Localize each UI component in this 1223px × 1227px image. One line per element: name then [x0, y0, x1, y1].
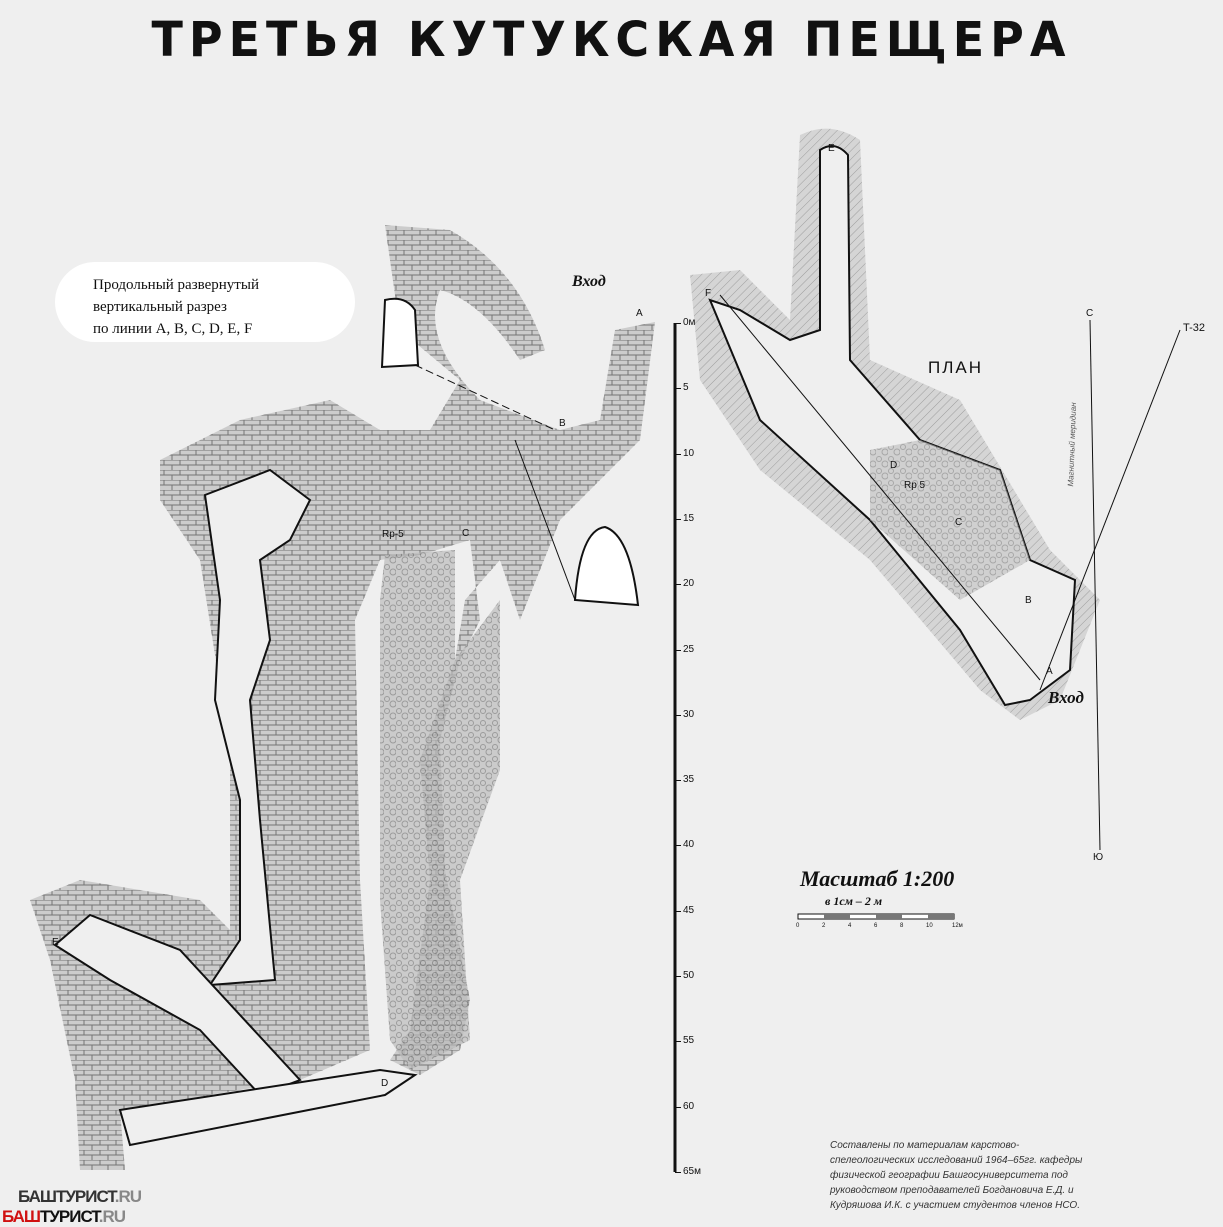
depth-tick	[675, 518, 681, 520]
depth-tick	[675, 453, 681, 455]
caption: Составлены по материалам карстово-спелео…	[830, 1140, 1083, 1211]
depth-tick	[675, 780, 681, 782]
depth-tick	[675, 976, 681, 977]
depth-tick	[675, 910, 681, 912]
depth-tick-label: 10	[683, 447, 695, 459]
scale-bar	[797, 913, 955, 920]
depth-tick-label: 20	[683, 578, 695, 590]
plan-point-b: B	[1025, 595, 1032, 606]
scale-tick-label: 12м	[952, 923, 963, 929]
depth-tick-label: 55	[683, 1035, 695, 1047]
point-b: B	[559, 418, 566, 429]
plan-point-a: A	[1046, 666, 1053, 677]
section-rock	[30, 225, 655, 1170]
depth-tick-label: 0м	[683, 317, 696, 328]
plan-point-c: C	[955, 517, 963, 528]
section-note: Продольный развернутый вертикальный разр…	[55, 262, 355, 342]
benchmark-label: T-32	[1183, 322, 1206, 334]
scale-tick-label: 2	[822, 923, 826, 929]
depth-tick-label: 15	[683, 512, 695, 524]
watermark: БАШТУРИСТ.RU	[2, 1207, 126, 1226]
plan-point-f: F	[705, 288, 712, 299]
depth-tick-label: 40	[683, 839, 695, 851]
scale-title: Масштаб 1:200	[800, 866, 955, 891]
depth-tick-label: 45	[683, 904, 695, 916]
depth-tick-label: 25	[683, 643, 695, 655]
point-c: C	[462, 528, 470, 539]
note-line: Продольный развернутый	[93, 277, 259, 293]
depth-tick	[675, 1171, 681, 1173]
depth-tick-label: 30	[683, 708, 695, 720]
section-entrance-label: Вход	[572, 273, 606, 290]
plan-point-rp5: Rp 5	[904, 480, 926, 491]
note-line: вертикальный разрез	[93, 299, 227, 315]
depth-tick-label: 60	[683, 1100, 695, 1112]
scale-tick-label: 4	[848, 923, 852, 929]
map-title: ТРЕТЬЯ КУТУКСКАЯ ПЕЩЕРА	[151, 10, 1072, 68]
depth-tick	[675, 1106, 681, 1108]
depth-tick	[675, 649, 681, 651]
depth-tick	[675, 323, 681, 324]
north-label: С	[1086, 308, 1094, 319]
depth-tick-label: 50	[683, 970, 695, 981]
scale-tick-label: 8	[900, 923, 904, 929]
depth-tick	[675, 845, 681, 847]
scale-subtitle: в 1см – 2 м	[825, 894, 883, 908]
depth-tick	[675, 388, 681, 390]
scale-tick-label: 10	[926, 923, 933, 929]
watermark-shadow: БАШТУРИСТ.RU	[18, 1187, 142, 1206]
note-line: по линии A, B, C, D, E, F	[93, 321, 253, 337]
plan-point-e: E	[828, 143, 835, 154]
plan-drawing	[690, 128, 1181, 851]
depth-tick-label: 65м	[683, 1165, 701, 1177]
depth-tick	[675, 584, 681, 586]
scale-tick-label: 0	[796, 923, 800, 929]
scale-tick-label: 6	[874, 923, 878, 929]
depth-tick-label: 35	[683, 774, 695, 786]
depth-tick	[675, 1041, 681, 1043]
plan-point-d: D	[890, 460, 898, 471]
point-a: A	[636, 308, 643, 319]
depth-tick-label: 5	[683, 382, 689, 394]
depth-tick	[675, 714, 681, 716]
plan-label: ПЛАН	[928, 358, 983, 377]
plan-entrance-label: Вход	[1048, 688, 1084, 707]
point-e: E	[52, 937, 59, 948]
south-label: Ю	[1093, 852, 1104, 863]
point-d: D	[381, 1078, 389, 1089]
point-rp5: Rp-5	[382, 529, 404, 540]
